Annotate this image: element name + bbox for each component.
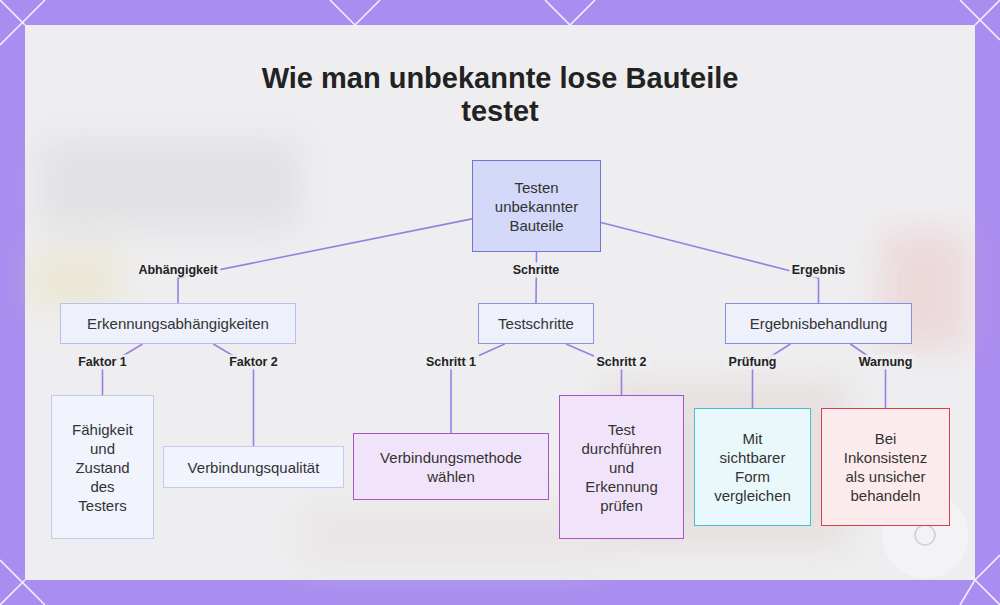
process-box: Fähigkeit und Zustand des Testers (51, 395, 154, 539)
edge-label: Abhängigkeit (135, 263, 220, 278)
process-box: Testschritte (478, 303, 594, 344)
node-text: Test durchführen und Erkennung prüfen (574, 420, 669, 515)
process-box: Verbindungsqualität (163, 446, 344, 488)
edge-label: Faktor 2 (226, 355, 281, 370)
node-text: Verbindungsmethode wählen (370, 448, 532, 486)
connector-line (535, 252, 537, 303)
diagram-title: Wie man unbekannte lose Bauteile testet (235, 62, 765, 128)
node-text: Ergebnisbehandlung (734, 314, 903, 333)
edge-label: Ergebnis (789, 263, 849, 278)
node-text: Bei Inkonsistenz als unsicher behandeln (834, 429, 937, 505)
node-text: Mit sichtbarer Form vergleichen (710, 429, 795, 505)
node-text: Verbindungsqualität (172, 458, 335, 477)
process-box: Testen unbekannter Bauteile (472, 160, 601, 252)
process-box: Test durchführen und Erkennung prüfen (559, 395, 684, 539)
node-text: Fähigkeit und Zustand des Testers (68, 420, 137, 515)
process-box: Mit sichtbarer Form vergleichen (694, 408, 811, 526)
node-text: Testen unbekannter Bauteile (487, 178, 586, 235)
edge-label: Schritte (510, 263, 563, 278)
edge-label: Faktor 1 (75, 355, 130, 370)
process-box: Verbindungsmethode wählen (353, 433, 549, 500)
blurred-photo (30, 140, 970, 570)
node-text: Testschritte (487, 314, 585, 333)
panel (25, 25, 975, 580)
process-box: Erkennungsabhängigkeiten (60, 303, 296, 344)
edge-label: Schritt 1 (423, 355, 479, 370)
edge-label: Prüfung (726, 355, 780, 370)
connector-line (566, 344, 621, 395)
process-box: Bei Inkonsistenz als unsicher behandeln (821, 408, 950, 526)
connector-line (178, 219, 472, 303)
connector-line (601, 223, 819, 303)
logo-icon (915, 525, 935, 545)
edge-label: Schritt 2 (593, 355, 649, 370)
process-box: Ergebnisbehandlung (725, 303, 912, 344)
node-text: Erkennungsabhängigkeiten (71, 314, 285, 333)
edge-label: Warnung (856, 355, 916, 370)
connector-line (103, 344, 143, 395)
